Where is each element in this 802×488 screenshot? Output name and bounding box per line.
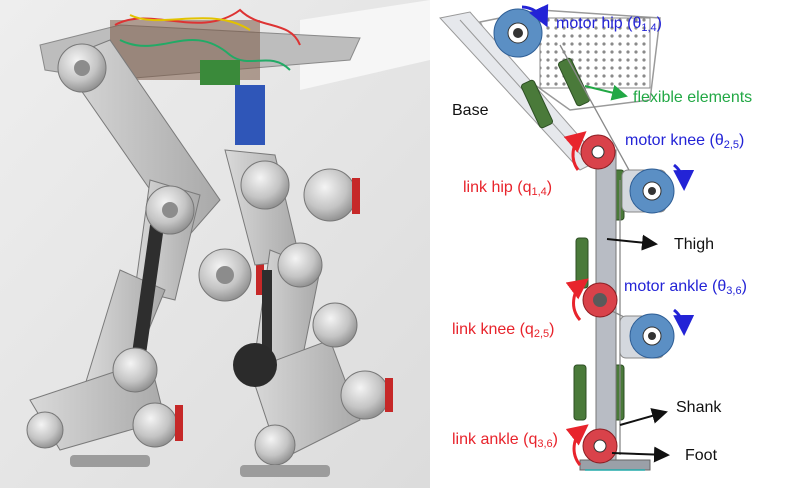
label-link-ankle-suffix: ) bbox=[552, 431, 558, 448]
label-base: Base bbox=[452, 102, 489, 119]
label-shank: Shank bbox=[676, 399, 722, 416]
label-motor-knee-suffix: ) bbox=[739, 132, 745, 149]
label-link-ankle-text: link ankle (q bbox=[452, 431, 538, 448]
robot-right-leg bbox=[224, 149, 393, 477]
motor-knee bbox=[621, 163, 695, 214]
flexible-element-springs bbox=[520, 57, 625, 421]
robot-left-leg bbox=[26, 39, 264, 467]
label-motor-hip: motor hip (θ1,4) bbox=[556, 15, 662, 34]
label-link-hip-sub: 1,4 bbox=[531, 186, 547, 198]
shank-arrow bbox=[619, 408, 668, 426]
motor-ankle bbox=[619, 308, 695, 359]
link-hip bbox=[563, 131, 616, 171]
label-motor-ankle-text: motor ankle (θ bbox=[624, 278, 727, 295]
flexible-elements-arrow bbox=[584, 84, 628, 101]
label-foot: Foot bbox=[685, 447, 718, 464]
label-thigh: Thigh bbox=[674, 236, 715, 253]
label-motor-knee: motor knee (θ2,5) bbox=[625, 132, 745, 151]
label-motor-knee-text: motor knee (θ bbox=[625, 132, 724, 149]
label-link-hip-suffix: ) bbox=[546, 179, 553, 196]
label-link-knee-suffix: ) bbox=[549, 321, 555, 338]
label-link-knee: link knee (q2,5) bbox=[452, 321, 555, 340]
label-motor-hip-suffix: ) bbox=[656, 15, 662, 32]
label-motor-ankle: motor ankle (θ3,6) bbox=[624, 278, 747, 297]
thigh-arrow bbox=[606, 234, 658, 251]
label-motor-ankle-sub: 3,6 bbox=[726, 285, 742, 297]
label-link-hip-text: link hip (q bbox=[463, 179, 532, 196]
label-motor-hip-sub: 1,4 bbox=[641, 22, 657, 34]
motor-hip bbox=[493, 3, 549, 58]
label-link-ankle-sub: 3,6 bbox=[537, 438, 553, 450]
label-motor-knee-sub: 2,5 bbox=[723, 139, 740, 151]
link-knee bbox=[565, 278, 618, 321]
foot-arrow bbox=[611, 446, 670, 463]
robot-photo bbox=[0, 0, 430, 488]
label-link-ankle: link ankle (q3,6) bbox=[452, 431, 558, 450]
label-motor-hip-text: motor hip (θ bbox=[556, 15, 642, 32]
link-ankle bbox=[565, 424, 618, 466]
label-link-knee-sub: 2,5 bbox=[533, 328, 550, 340]
label-motor-ankle-suffix: ) bbox=[741, 278, 747, 295]
leg-schematic bbox=[439, 3, 695, 471]
label-link-knee-text: link knee (q bbox=[452, 321, 534, 338]
label-flexible-elements: flexible elements bbox=[633, 89, 753, 106]
base-structure bbox=[439, 9, 661, 171]
label-link-hip: link hip (q1,4) bbox=[463, 179, 553, 198]
